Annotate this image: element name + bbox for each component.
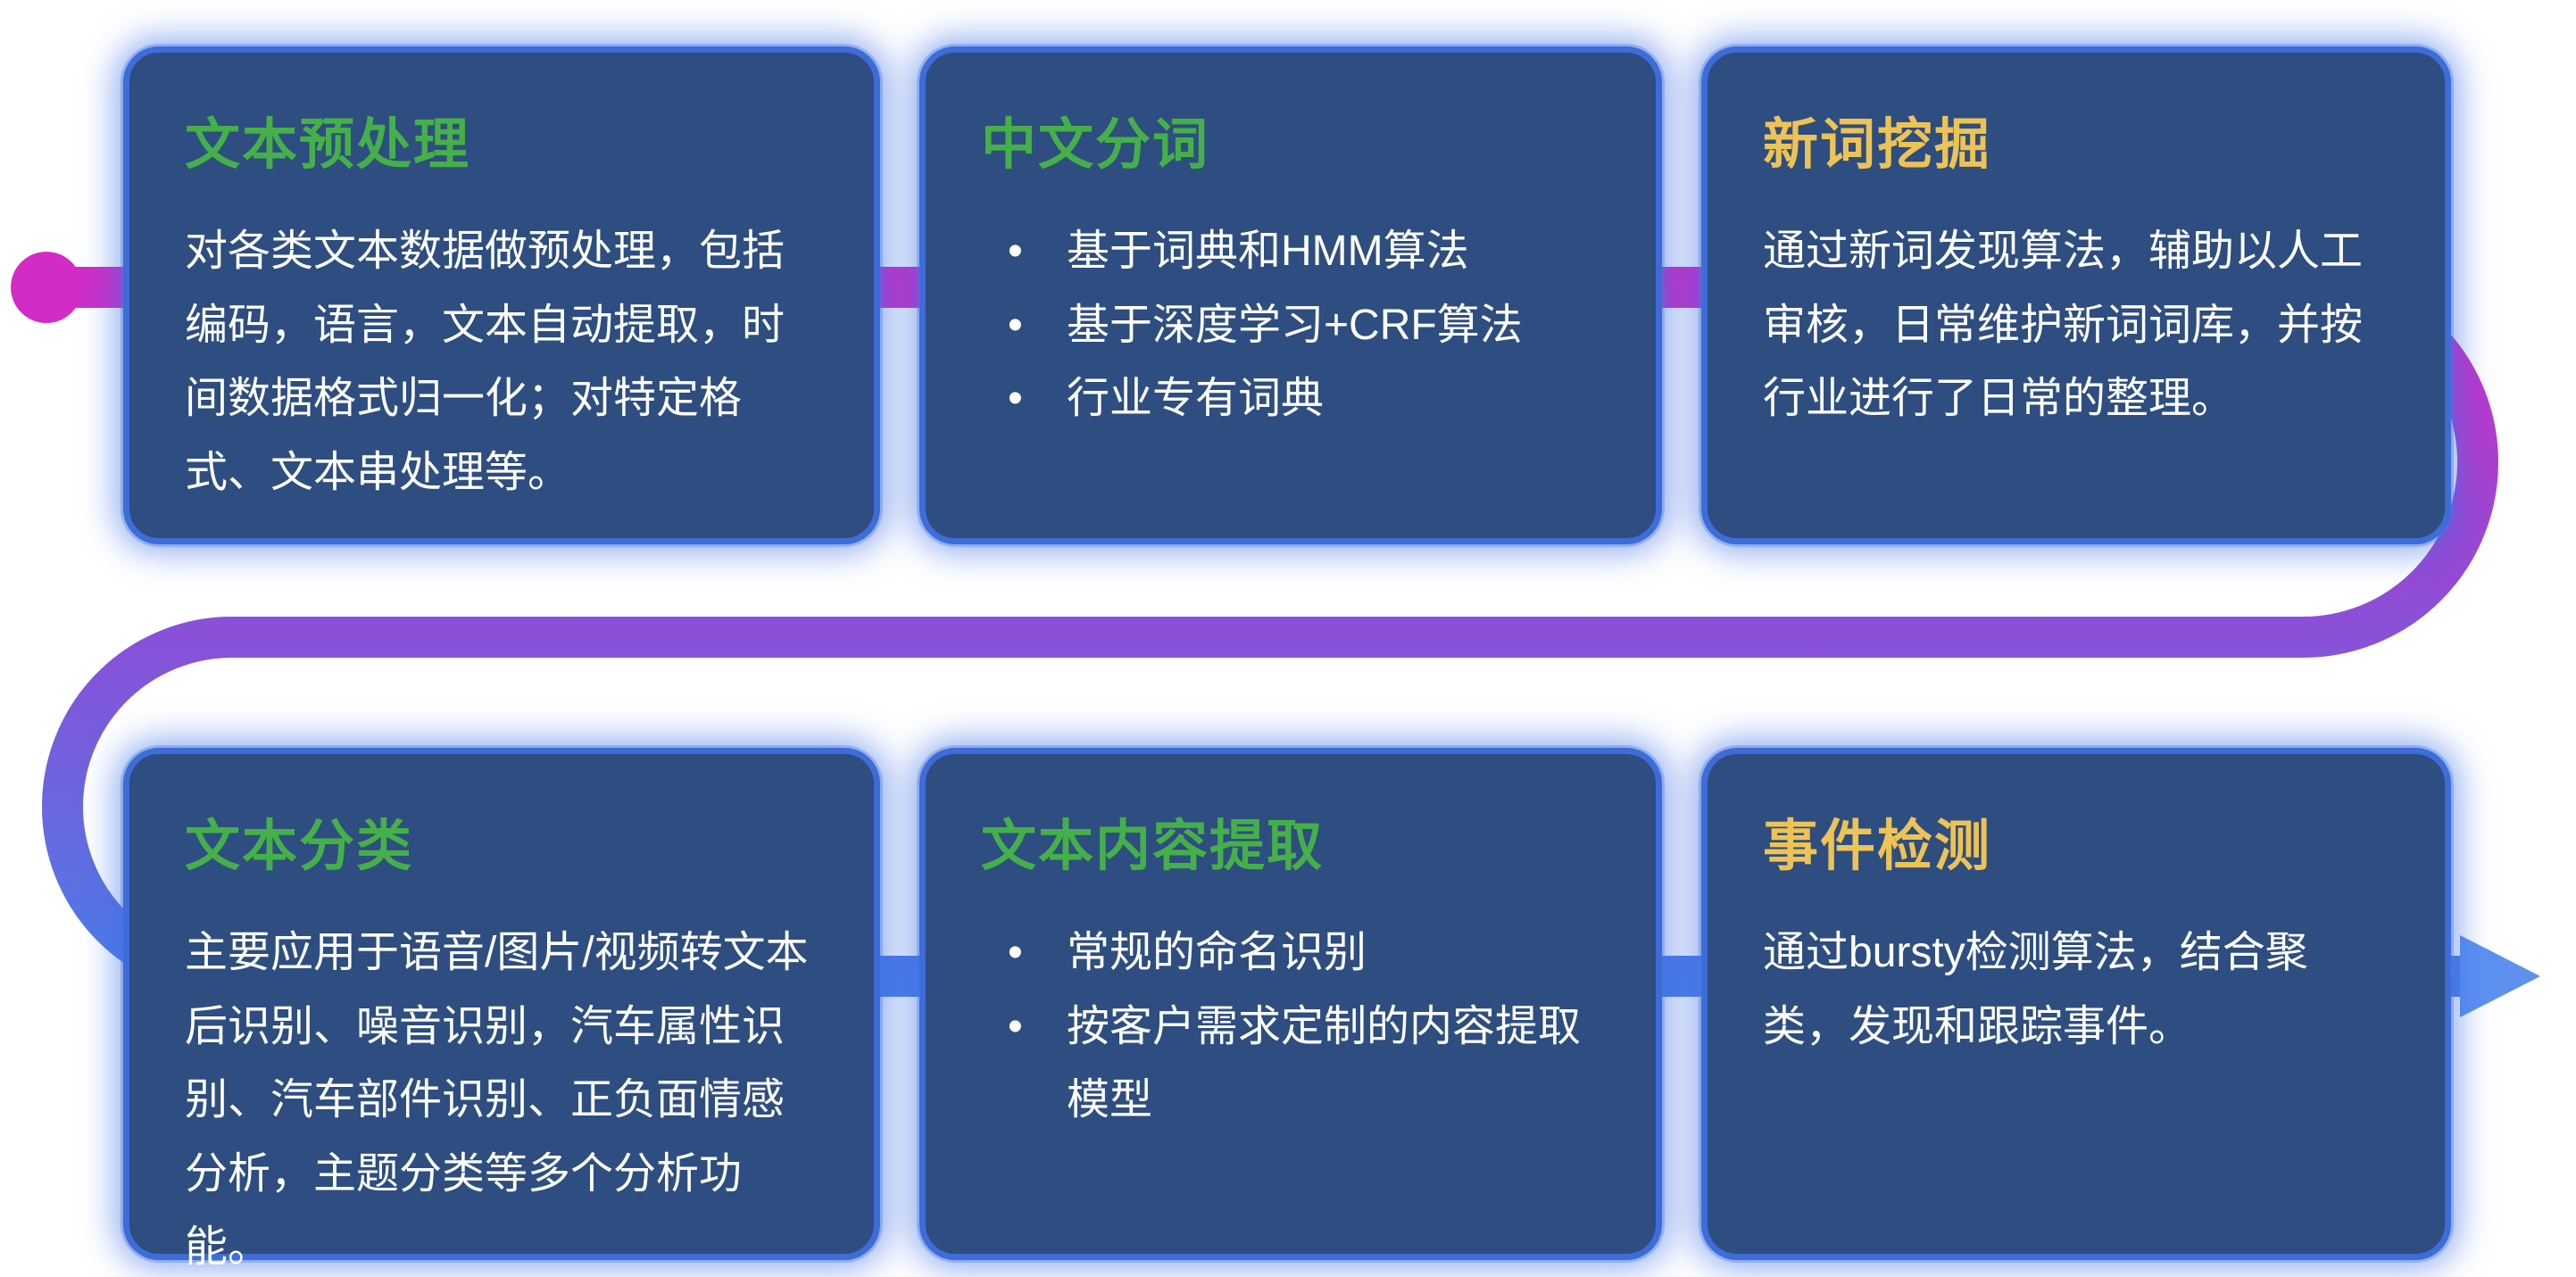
pipeline-path <box>41 267 2499 997</box>
bullet-item: 基于深度学习+CRF算法 <box>981 289 1600 363</box>
bullet-item: 行业专有词典 <box>981 362 1600 436</box>
card-title: 中文分词 <box>981 114 1210 176</box>
card-title: 事件检测 <box>1763 816 1992 877</box>
bullet-item: 常规的命名识别 <box>981 916 1600 991</box>
card-text-classification: 文本分类 主要应用于语音/图片/视频转文本后识别、噪音识别，汽车属性识别、汽车部… <box>123 748 880 1271</box>
card-text-preprocessing: 文本预处理 对各类文本数据做预处理，包括编码，语言，文本自动提取，时间数据格式归… <box>123 46 880 544</box>
card-text-content-extraction: 文本内容提取 常规的命名识别 按客户需求定制的内容提取模型 <box>919 748 1662 1260</box>
card-new-word-mining: 新词挖掘 通过新词发现算法，辅助以人工审核，日常维护新词词库，并按行业进行了日常… <box>1701 46 2451 544</box>
card-body: 通过bursty检测算法，结合聚类，发现和跟踪事件。 <box>1763 929 2308 1050</box>
card-event-detection: 事件检测 通过bursty检测算法，结合聚类，发现和跟踪事件。 <box>1701 748 2451 1260</box>
card-title: 新词挖掘 <box>1763 114 1992 176</box>
bullet-item: 按客户需求定制的内容提取模型 <box>981 991 1600 1138</box>
card-title: 文本预处理 <box>185 114 471 176</box>
card-bullet-list: 基于词典和HMM算法 基于深度学习+CRF算法 行业专有词典 <box>981 215 1600 436</box>
card-title: 文本分类 <box>185 816 414 877</box>
bullet-item: 基于词典和HMM算法 <box>981 215 1600 289</box>
pipeline-start-dot-icon <box>11 252 82 323</box>
card-bullet-list: 常规的命名识别 按客户需求定制的内容提取模型 <box>981 916 1600 1138</box>
card-body: 通过新词发现算法，辅助以人工审核，日常维护新词词库，并按行业进行了日常的整理。 <box>1763 228 2364 423</box>
card-body: 对各类文本数据做预处理，包括编码，语言，文本自动提取，时间数据格式归一化；对特定… <box>185 228 785 496</box>
card-chinese-word-segmentation: 中文分词 基于词典和HMM算法 基于深度学习+CRF算法 行业专有词典 <box>919 46 1662 544</box>
pipeline-arrow-icon <box>2460 935 2540 1017</box>
card-title: 文本内容提取 <box>981 816 1325 877</box>
card-body: 主要应用于语音/图片/视频转文本后识别、噪音识别，汽车属性识别、汽车部件识别、正… <box>185 929 809 1272</box>
